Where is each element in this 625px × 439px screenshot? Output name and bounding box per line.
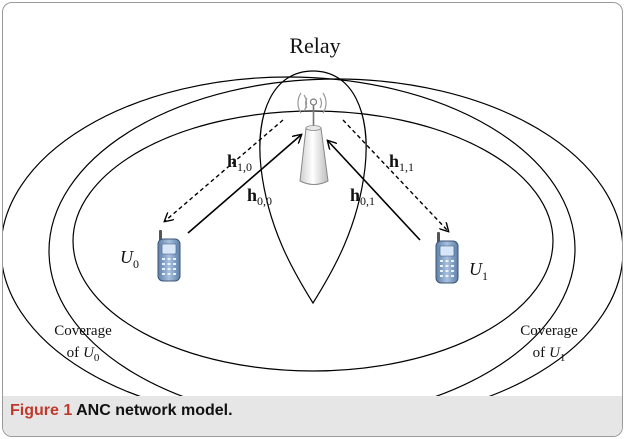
caption-bar bbox=[3, 396, 622, 436]
link-h10-dashed bbox=[165, 119, 284, 221]
link-h00-solid bbox=[187, 135, 301, 234]
network-diagram: Relay h1,0 h0,0 h1,1 h0,1 bbox=[3, 33, 622, 424]
figure-caption: Figure 1 ANC network model. bbox=[10, 402, 233, 420]
relay-coverage-region bbox=[259, 70, 367, 305]
channel-label-h01: h0,1 bbox=[350, 185, 375, 208]
user-label-u0: U0 bbox=[120, 247, 139, 271]
mobile-phone-icon-u0 bbox=[157, 230, 181, 282]
coverage-label-left-line1: Coverage bbox=[54, 323, 112, 339]
channel-label-h00: h0,0 bbox=[247, 185, 272, 208]
channel-label-h10: h1,0 bbox=[227, 151, 252, 174]
user-label-u1: U1 bbox=[469, 259, 488, 283]
coverage-ellipse-u1 bbox=[48, 78, 622, 424]
coverage-ellipse-u0 bbox=[3, 76, 576, 422]
coverage-label-right-line1: Coverage bbox=[520, 323, 578, 339]
relay-tower-icon bbox=[297, 92, 329, 185]
caption-label: Figure 1 bbox=[10, 402, 73, 419]
relay-label: Relay bbox=[289, 33, 340, 58]
link-h11-dashed bbox=[342, 119, 448, 231]
channel-label-h11: h1,1 bbox=[389, 151, 414, 174]
caption-text: ANC network model. bbox=[76, 402, 233, 419]
mobile-phone-icon-u1 bbox=[435, 232, 459, 284]
link-h01-solid bbox=[328, 141, 421, 241]
